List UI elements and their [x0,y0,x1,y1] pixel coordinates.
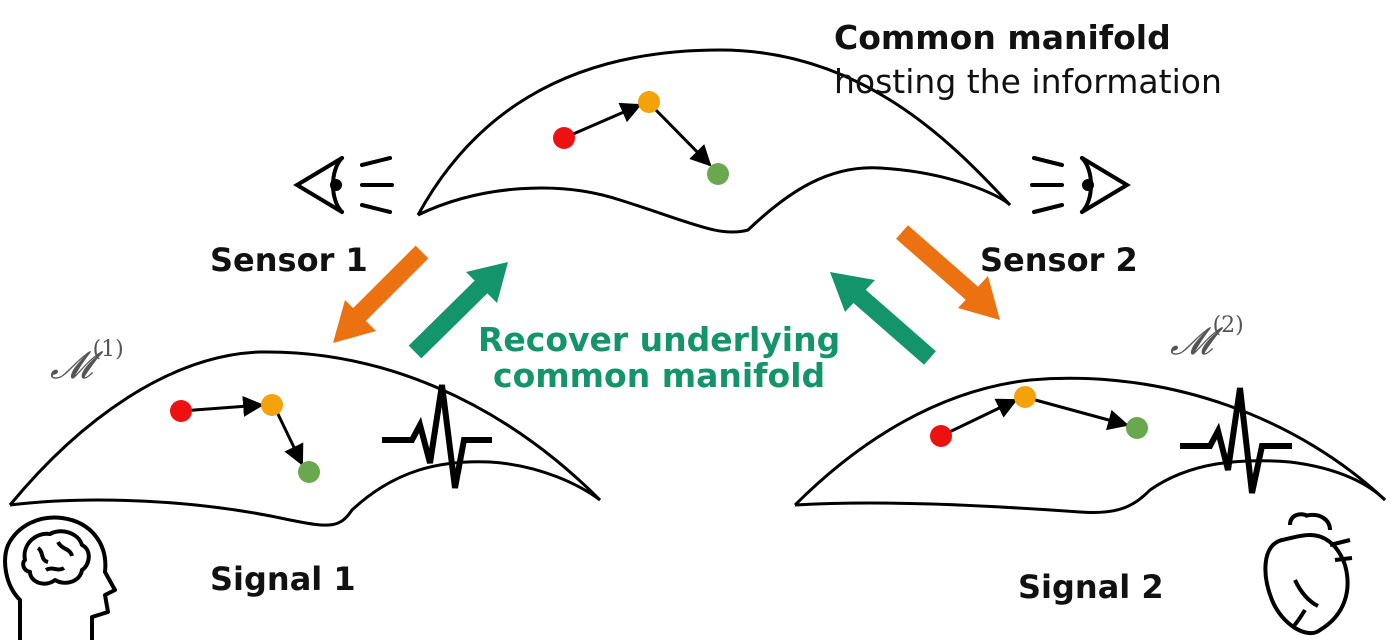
recover-label-line-2: common manifold [493,356,826,396]
sensor-2-label: Sensor 2 [980,241,1138,279]
signal-1-label: Signal 1 [210,560,356,598]
manifold-2-symbol: 𝓜 [1170,319,1213,363]
manifold-1-symbol: 𝓜 [50,343,93,387]
recover-label: Recover underlying common manifold [478,320,841,396]
ecg-waveform-icon [1180,387,1292,494]
manifold-2-superscript: (2) [1212,313,1244,338]
sensor-1-label: Sensor 1 [210,241,368,279]
ecg-waveform-icon [382,384,492,489]
eye-icon [293,156,394,214]
manifold-1-superscript: (1) [92,337,124,362]
brain-head-icon [3,515,117,640]
common-manifold-trajectory [553,91,729,185]
recover-arrow-2 [830,272,936,365]
point-mid [638,91,660,113]
heart-icon [1263,512,1353,636]
sense-arrow-1 [333,245,429,343]
eye-icon [1030,156,1131,214]
signal-2-label: Signal 2 [1018,568,1164,606]
sense-arrow-2 [896,225,1000,320]
common-manifold [416,48,1012,234]
manifold-1 [8,350,602,527]
point-start [553,127,575,149]
common-manifold-subtitle: hosting the information [834,62,1222,101]
manifold-1-label: 𝓜(1) [50,337,124,388]
recover-label-line-1: Recover underlying [478,320,841,359]
manifold-2-trajectory [930,386,1148,447]
recover-arrow-1 [408,262,508,359]
manifold-1-trajectory [170,394,320,483]
manifold-2 [793,376,1387,515]
point-end [707,163,729,185]
manifold-2-label: 𝓜(2) [1170,313,1244,364]
common-manifold-title: Common manifold [834,18,1171,57]
